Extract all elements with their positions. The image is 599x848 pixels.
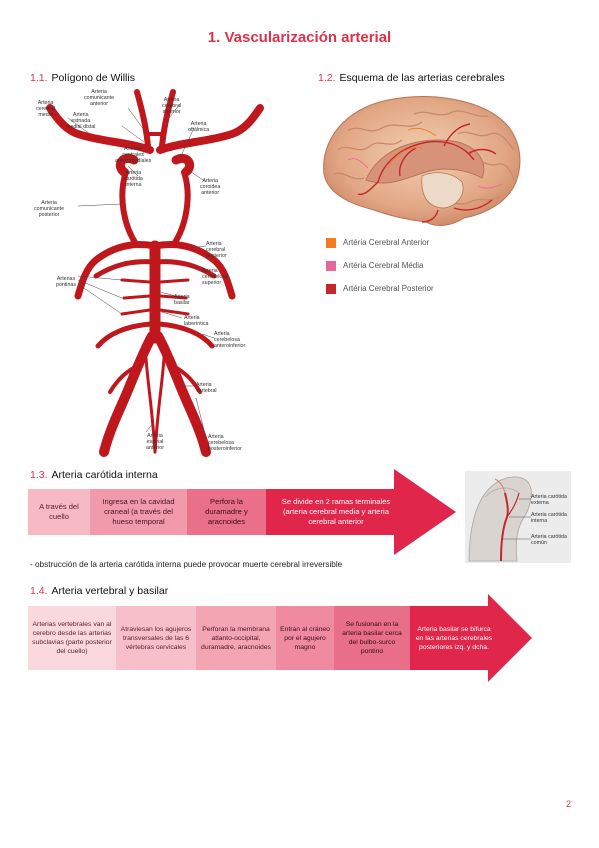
label-arteria-cerebelosa-superior: Arteria cerebelosa superior (202, 268, 228, 286)
section-title: Esquema de las arterias cerebrales (339, 72, 505, 84)
legend-label: Artéria Cerebral Anterior (343, 238, 430, 247)
label-arterias-centrales-anteromediales: Arterias centrales anteromediales (115, 146, 152, 164)
vertebral-step-6: Arteria basilar se bifurca en las arteri… (415, 625, 493, 651)
page-title: 1. Vascularización arterial (207, 29, 392, 46)
label-arterias-pontinas: Arterias pontinas (56, 276, 77, 288)
label-arteria-comunicante-anterior: Arteria comunicante anterior (84, 89, 115, 107)
legend-label: Artéria Cerebral Posterior (343, 284, 434, 293)
section-title: Arteria carótida interna (51, 469, 158, 481)
label-arteria-laberintica: Arteria laberíntica (184, 315, 209, 327)
section-number: 1.4. (30, 585, 48, 597)
legend-label: Artéria Cerebral Média (343, 261, 424, 270)
vertebral-step-3: Perforan la membrana atlanto-occipital, … (196, 606, 276, 670)
carotid-step-2: Ingresa en la cavidad craneal (a través … (90, 489, 187, 535)
legend-item-anterior: Artéria Cerebral Anterior (326, 236, 434, 249)
vertebral-step-5: Se fusionan en la arteria basilar cerca … (334, 606, 410, 670)
section-number: 1.2. (318, 72, 336, 84)
legend-swatch (326, 260, 336, 271)
legend-swatch (326, 237, 336, 248)
carotid-note: - obstrucción de la arteria carótida int… (30, 560, 343, 569)
section-heading-willis: 1.1.Polígono de Willis (30, 72, 135, 84)
vertebral-flow-arrow (410, 594, 532, 682)
section-title: Arteria vertebral y basilar (51, 585, 169, 597)
carotid-step-3: Perfora la duramadre y aracnoides (187, 489, 266, 535)
carotid-step-4: Se divide en 2 ramas terminales (arteria… (281, 497, 391, 526)
label-arteria-cerebral-media: Arteria cerebral media (36, 100, 56, 118)
legend-swatch (326, 283, 336, 294)
label-arteria-carotida-interna: Arteria carótida interna (124, 170, 143, 188)
carotid-neck-image (465, 471, 571, 563)
section-heading-esquema: 1.2.Esquema de las arterias cerebrales (318, 72, 505, 84)
section-title: Polígono de Willis (51, 72, 135, 84)
label-arteria-basilar: Arteria basilar (174, 294, 190, 306)
label-arteria-cerebelosa-anteroinferior: Arteria cerebelosa anteroinferior (214, 331, 246, 349)
legend-item-media: Artéria Cerebral Média (326, 259, 434, 272)
label-arteria-coroidea-anterior: Arteria coroidea anterior (200, 178, 221, 196)
label-carotida-comun: Arteria carótida común (531, 534, 567, 546)
vertebral-step-2: Atraviesan los agujeros transversales de… (116, 606, 196, 670)
vertebral-step-1: Arterias vertebrales van al cerebro desd… (28, 606, 116, 670)
carotid-flow-arrow (266, 469, 456, 555)
label-arteria-espinal-anterior: Arteria espinal anterior (146, 433, 164, 451)
vertebral-step-4: Entran al cráneo por el agujero magno (276, 606, 334, 670)
label-arteria-cerebral-anterior: Arteria cerebral anterior (162, 97, 182, 115)
section-number: 1.1. (30, 72, 48, 84)
label-arteria-estriada-medial: Arteria estriada medial distal (66, 112, 96, 130)
label-arteria-oftalmica: Arteria oftálmica (188, 121, 210, 133)
label-carotida-interna: Arteria carótida interna (531, 512, 567, 524)
carotid-step-1: A través del cuello (28, 489, 90, 535)
label-arteria-vertebral: Arteria vertebral (196, 382, 217, 394)
brain-illustration (323, 96, 521, 226)
section-heading-vertebral: 1.4.Arteria vertebral y basilar (30, 585, 168, 597)
label-arteria-cerebral-posterior: Arteria cerebral posterior (206, 241, 227, 259)
label-arteria-comunicante-posterior: Arteria comunicante posterior (34, 200, 65, 218)
label-carotida-externa: Arteria carótida externa (531, 494, 567, 506)
label-arteria-cerebelosa-posteroinferior: Arteria cerebelosa posteroinferior (208, 434, 242, 452)
section-number: 1.3. (30, 469, 48, 481)
section-heading-carotida: 1.3.Arteria carótida interna (30, 469, 158, 481)
circle-of-willis-diagram (46, 89, 264, 457)
legend-item-posterior: Artéria Cerebral Posterior (326, 282, 434, 295)
page-number: 2 (565, 799, 571, 809)
arteries-legend: Artéria Cerebral Anterior Artéria Cerebr… (326, 236, 434, 295)
